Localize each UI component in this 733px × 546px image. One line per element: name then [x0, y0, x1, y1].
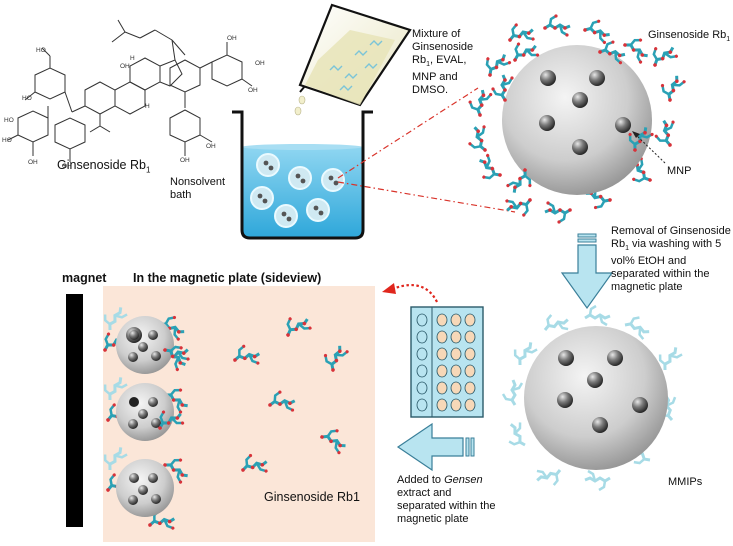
- rb1-top-text: Ginsenoside Rb: [648, 29, 727, 41]
- removal-line-2: Rb1 via washing with 5: [611, 238, 731, 255]
- svg-text:HO: HO: [4, 117, 14, 124]
- added-text: Added to: [397, 474, 445, 486]
- svg-text:H: H: [145, 103, 150, 110]
- zoom-lines: [337, 87, 516, 213]
- removal-label: Removal of Ginsenoside Rb1 via washing w…: [611, 225, 731, 294]
- nonsolvent-line-1: Nonsolvent: [170, 176, 226, 188]
- removal-wash: via washing with 5: [628, 238, 722, 250]
- svg-text:OH: OH: [206, 143, 216, 150]
- mixture-line-4: MNP and: [412, 71, 458, 84]
- mixture-line-3: Rb1, EVAL,: [412, 54, 492, 71]
- pouring-beaker: [294, 3, 412, 116]
- nonsolvent-label: Nonsolvent bath: [170, 176, 225, 202]
- mixture-line-5: DMSO.: [412, 84, 449, 97]
- svg-text:OH: OH: [227, 35, 237, 42]
- nonsolvent-line-2: bath: [170, 189, 192, 201]
- removal-rb-sub: 1: [625, 245, 629, 253]
- mixture-line-1: Mixture of: [412, 28, 461, 40]
- mixture-label: Mixture of Ginsenoside Rb1, EVAL, MNP an…: [412, 28, 492, 97]
- svg-text:OH: OH: [28, 159, 38, 166]
- added-line-2: extract and: [397, 487, 452, 499]
- mixture-rb-sub: 1: [426, 61, 430, 69]
- mmips-particle: [500, 304, 686, 492]
- mixture-line-2: Ginsenoside: [412, 41, 474, 53]
- mmips-label: MMIPs: [668, 476, 703, 488]
- added-line-1: Added to Gensen: [397, 474, 517, 487]
- svg-text:OH: OH: [180, 157, 190, 164]
- mixture-eval: , EVAL,: [429, 54, 467, 66]
- magnet-label: magnet: [62, 271, 107, 285]
- svg-text:HO: HO: [2, 137, 12, 144]
- left-arrow: [396, 422, 475, 472]
- structure-label-text: Ginsenoside Rb: [57, 158, 146, 172]
- magnet-bar: [66, 294, 83, 527]
- mixture-rb: Rb: [412, 54, 427, 66]
- well-plate: [410, 306, 484, 418]
- svg-text:HO: HO: [22, 95, 32, 102]
- mnp-label: MNP: [667, 165, 692, 177]
- removal-line-5: magnetic plate: [611, 281, 683, 294]
- structure-label: Ginsenoside Rb1: [57, 159, 150, 177]
- removal-rb: Rb: [611, 238, 626, 250]
- removal-line-3: vol% EtOH and: [611, 255, 687, 268]
- added-label: Added to Gensen extract and separated wi…: [397, 474, 517, 526]
- added-gensen: Gensen: [444, 474, 483, 486]
- red-curved-arrow: [382, 283, 438, 303]
- ginsenoside-structure: [7, 19, 253, 162]
- nonsolvent-beaker: [232, 110, 373, 240]
- down-arrow: [560, 233, 614, 310]
- rb1-bottom-label: Ginsenoside Rb1: [264, 490, 360, 504]
- svg-text:HO: HO: [36, 47, 46, 54]
- rb1-top-label: Ginsenoside Rb1: [648, 29, 730, 46]
- svg-text:H: H: [130, 55, 135, 62]
- added-line-4: magnetic plate: [397, 513, 469, 525]
- removal-line-1: Removal of Ginsenoside: [611, 225, 731, 237]
- svg-text:OH: OH: [248, 87, 258, 94]
- rb1-top-sub: 1: [726, 36, 731, 44]
- svg-text:OH: OH: [120, 63, 130, 70]
- imprinted-particle: [462, 12, 689, 226]
- svg-text:OH: OH: [62, 163, 72, 170]
- svg-text:OH: OH: [255, 60, 265, 67]
- removal-line-4: separated within the: [611, 268, 710, 281]
- captured-particles: [95, 300, 195, 536]
- structure-label-sub: 1: [145, 165, 151, 175]
- added-line-3: separated within the: [397, 500, 496, 512]
- plate-title: In the magnetic plate (sideview): [133, 271, 322, 285]
